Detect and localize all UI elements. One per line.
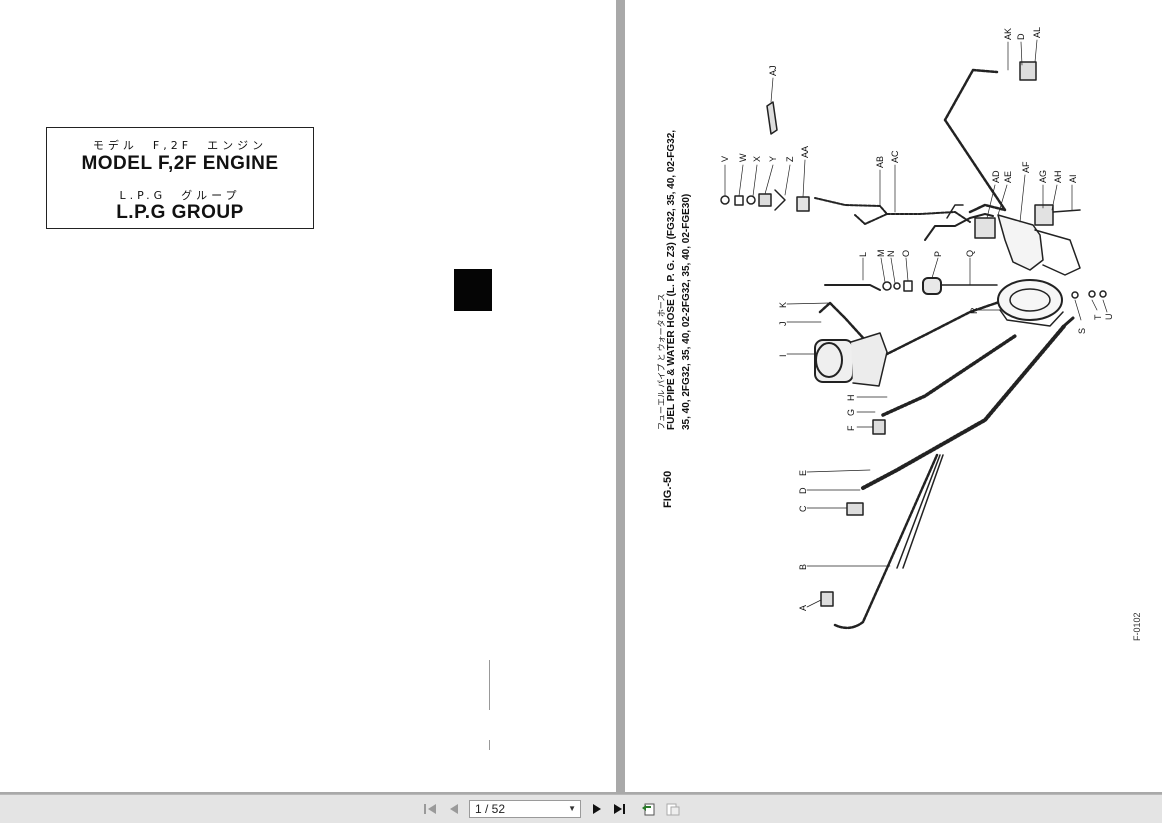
part-label: AK	[1003, 28, 1013, 40]
part-label: AE	[1003, 171, 1013, 183]
part-label: AH	[1053, 170, 1063, 183]
part-label: Q	[965, 250, 975, 257]
scan-speck	[489, 740, 490, 750]
part-label: AJ	[768, 65, 778, 76]
part-label: L	[858, 252, 868, 257]
figure-code: F-0102	[1132, 612, 1142, 641]
previous-page-button[interactable]	[446, 801, 462, 817]
part-label: B	[798, 564, 808, 570]
previous-page-icon	[450, 804, 458, 814]
title-group: L.P.G GROUP	[116, 202, 244, 223]
part-label: AD	[991, 170, 1001, 183]
navigation-toolbar: 1 / 52 ▼	[0, 794, 1162, 823]
part-label: AF	[1021, 161, 1031, 173]
part-label: I	[778, 354, 788, 357]
part-label: A	[798, 605, 808, 611]
part-label: K	[778, 302, 788, 308]
caption-line-1: FUEL PIPE & WATER HOSE (L. P. G. Z3) (FG…	[666, 129, 677, 430]
part-label: E	[798, 470, 808, 476]
part-label: W	[738, 153, 748, 162]
part-label: G	[846, 409, 856, 416]
left-page: モデル F,2F エンジン MODEL F,2F ENGINE L.P.G グル…	[0, 0, 616, 792]
figure-label: FIG.-50	[662, 470, 674, 508]
part-labels: A B C D E F G H I J K L M N O P Q R S T …	[720, 27, 1114, 611]
part-label: AA	[800, 146, 810, 158]
next-view-icon	[666, 803, 680, 816]
document-viewer: モデル F,2F エンジン MODEL F,2F ENGINE L.P.G グル…	[0, 0, 1162, 794]
first-page-button[interactable]	[422, 801, 438, 817]
part-label: AI	[1068, 174, 1078, 183]
part-label: N	[886, 251, 896, 258]
next-view-button[interactable]	[665, 801, 681, 817]
part-label: AB	[875, 156, 885, 168]
part-label: C	[798, 505, 808, 512]
page-number-input[interactable]: 1 / 52 ▼	[469, 800, 581, 818]
part-label: X	[752, 156, 762, 162]
next-page-icon	[593, 804, 601, 814]
part-label: M	[876, 250, 886, 258]
part-label: S	[1077, 328, 1087, 334]
part-label: AC	[890, 150, 900, 163]
first-page-icon	[424, 804, 436, 814]
part-label: D	[1016, 33, 1026, 40]
part-label: Z	[785, 156, 795, 162]
title-japanese-group: L.P.G グループ	[119, 189, 241, 202]
next-page-button[interactable]	[589, 801, 605, 817]
section-tab-marker	[454, 269, 492, 311]
page-indicator: 1 / 52	[475, 802, 506, 816]
right-page	[625, 0, 1162, 792]
last-page-button[interactable]	[612, 801, 628, 817]
title-japanese-model: モデル F,2F エンジン	[92, 139, 268, 152]
caption-line-2: 35, 40, 2FG32, 35, 40, 02-2FG32, 35, 40,…	[681, 193, 692, 430]
fuel-pipe-diagram: A B C D E F G H I J K L M N O P Q R S T …	[720, 27, 1114, 630]
previous-view-icon	[642, 803, 655, 816]
part-label: O	[901, 250, 911, 257]
part-label: H	[846, 395, 856, 402]
part-label: AL	[1032, 27, 1042, 38]
dropdown-caret-icon: ▼	[568, 804, 576, 813]
previous-view-button[interactable]	[640, 801, 656, 817]
part-label: AG	[1038, 170, 1048, 183]
part-label: F	[846, 425, 856, 431]
part-label: P	[933, 251, 943, 257]
title-model: MODEL F,2F ENGINE	[81, 153, 279, 174]
last-page-icon	[614, 804, 625, 814]
part-label: D	[798, 487, 808, 494]
part-label: V	[720, 156, 730, 162]
title-box: モデル F,2F エンジン MODEL F,2F ENGINE L.P.G グル…	[46, 127, 314, 229]
part-label: R	[969, 307, 979, 314]
part-label: Y	[768, 156, 778, 162]
part-label: U	[1104, 314, 1114, 321]
scan-speck	[489, 660, 490, 710]
part-label: J	[778, 322, 788, 327]
part-label: T	[1093, 314, 1103, 320]
